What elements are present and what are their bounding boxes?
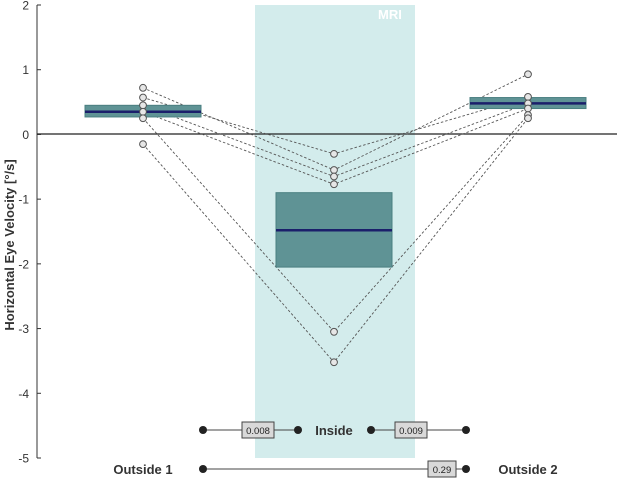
comparison-end-dot <box>367 426 375 434</box>
p-value-label: 0.009 <box>399 426 423 437</box>
comparison-end-dot <box>199 465 207 473</box>
comparison-end-dot <box>199 426 207 434</box>
subject-point <box>524 92 532 101</box>
group-label-outside1: Outside 1 <box>113 462 172 477</box>
subject-point <box>139 93 147 102</box>
comparison-end-dot <box>294 426 302 434</box>
mri-label: MRI <box>378 7 402 22</box>
subject-point <box>139 101 147 110</box>
subject-point <box>330 172 338 181</box>
subject-point <box>139 140 147 149</box>
comparison-outside1-inside: 0.008 <box>199 421 302 439</box>
subject-point <box>524 114 532 123</box>
subject-point <box>330 180 338 189</box>
subject-point <box>330 149 338 158</box>
p-value-label: 0.29 <box>433 465 452 476</box>
y-tick-label: -5 <box>18 452 29 466</box>
comparison-outside1-outside2: 0.29 <box>199 460 470 478</box>
p-value-box <box>394 421 428 439</box>
comparison-end-dot <box>462 426 470 434</box>
subject-point <box>330 358 338 367</box>
p-value-label: 0.008 <box>246 426 270 437</box>
subject-point <box>139 114 147 123</box>
subject-point <box>524 70 532 79</box>
y-tick-label: -1 <box>18 193 29 207</box>
p-value-box <box>241 421 275 439</box>
y-tick-label: 0 <box>22 128 29 142</box>
subject-point <box>524 104 532 113</box>
y-axis-label: Horizontal Eye Velocity [°/s] <box>2 159 17 330</box>
y-tick-label: 1 <box>22 63 29 77</box>
y-tick-label: -3 <box>18 322 29 336</box>
comparison-inside-outside2: 0.009 <box>367 421 470 439</box>
subject-line <box>142 114 529 333</box>
group-label-inside: Inside <box>315 423 353 438</box>
y-tick-label: 2 <box>22 0 29 13</box>
y-tick-label: -2 <box>18 257 29 271</box>
subject-point <box>330 166 338 174</box>
comparison-end-dot <box>462 465 470 473</box>
y-tick-label: -4 <box>18 387 29 401</box>
group-label-outside2: Outside 2 <box>498 462 557 477</box>
subject-point <box>330 327 338 336</box>
p-value-box <box>427 460 457 478</box>
subject-point <box>139 83 147 92</box>
subject-point <box>139 107 147 116</box>
